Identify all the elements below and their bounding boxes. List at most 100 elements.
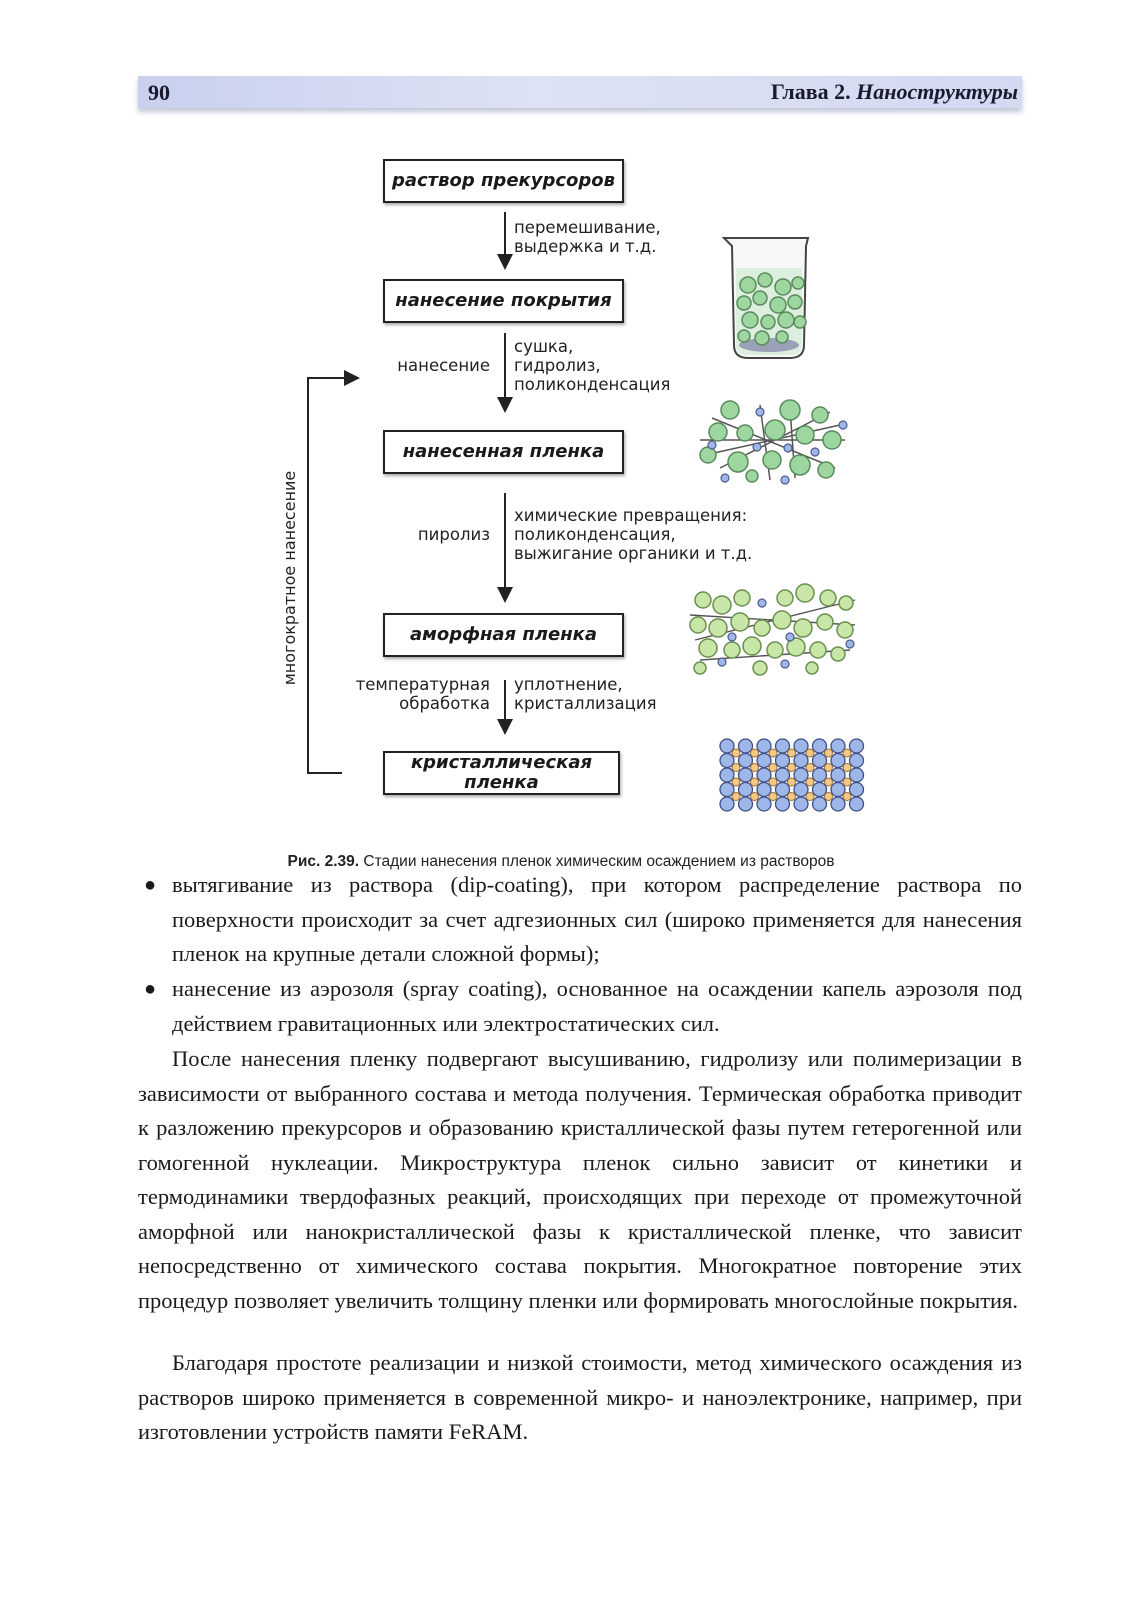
list-item: ● вытягивание из раствора (dip-coating),… [138,868,1022,972]
lattice-interstitial [750,777,759,787]
lattice-atom [756,767,772,783]
running-head: Глава 2. Наноструктуры [771,79,1018,105]
stage-precursor-solution: раствор прекурсоров [383,159,624,203]
caption-text: Стадии нанесения пленок химическим осажд… [363,853,835,870]
header-band [138,76,1022,108]
step3-note: химические превращения: поликонденсация,… [514,506,753,563]
lattice-interstitial [805,777,815,787]
lattice-atom [719,738,735,754]
lattice-interstitial [731,748,741,758]
lattice-interstitial [750,792,759,801]
lattice-atom [811,738,828,754]
lattice-interstitial [842,777,852,787]
lattice-interstitial [824,748,833,758]
lattice-interstitial [768,763,778,772]
loop-label: многократное нанесение [280,471,299,686]
list-item: ● нанесение из аэрозоля (spray coating),… [138,972,1022,1041]
lattice-atom [719,752,735,769]
lattice-interstitial [787,748,796,758]
step4-left-note: температурная обработка [355,675,490,713]
process-diagram: многократное нанесение [280,212,865,812]
lattice-interstitial [787,777,796,787]
network-film-icon [699,399,848,485]
loop-arrow [307,377,348,774]
paragraph: Благодаря простоте реализации и низкой с… [138,1350,1022,1444]
lattice-atom [830,767,846,783]
bullet-text: нанесение из аэрозоля (spray coating), о… [172,976,1022,1036]
bullet-icon: ● [144,978,157,1000]
lattice-atom [774,796,791,812]
step2-left-note: нанесение [397,356,490,375]
lattice-interstitial [805,763,815,772]
lattice-atom [848,738,865,754]
lattice-interstitial [842,763,852,772]
lattice-interstitial [842,748,852,758]
lattice-atom [756,796,772,812]
page-number: 90 [148,80,170,105]
crystal-lattice-icon [719,738,865,812]
stage-coated-film: нанесенная пленка [383,430,624,474]
beaker-icon [721,237,810,359]
lattice-atom [811,796,828,812]
lattice-interstitial [824,792,833,801]
lattice-interstitial [768,792,778,801]
lattice-interstitial [805,792,815,801]
lattice-atom [830,781,846,798]
lattice-atom [756,752,772,769]
lattice-atom [719,796,735,812]
lattice-atom [774,767,791,783]
chapter-label: Глава 2. [770,79,851,104]
lattice-atom [719,781,735,798]
lattice-atom [830,752,846,769]
lattice-atom [793,767,809,783]
lattice-atom [811,752,828,769]
lattice-atom [774,738,791,754]
lattice-atom [811,767,828,783]
lattice-interstitial [805,748,815,758]
lattice-interstitial [731,792,741,801]
lattice-atom [848,781,865,798]
lattice-atom [774,752,791,769]
lattice-atom [719,767,735,783]
lattice-interstitial [750,763,759,772]
lattice-atom [793,738,809,754]
lattice-interstitial [731,777,741,787]
lattice-atom [793,752,809,769]
lattice-atom [774,781,791,798]
paragraph: После нанесения пленку подвергают высуши… [138,1046,1022,1313]
lattice-atom [793,781,809,798]
chapter-title: Наноструктуры [856,79,1018,104]
lattice-interstitial [768,748,778,758]
step1-note: перемешивание, выдержка и т.д. [514,218,661,256]
lattice-atom [737,752,754,769]
lattice-atom [737,796,754,812]
step2-note: сушка, гидролиз, поликонденсация [514,337,671,394]
figure-caption: Рис. 2.39. Стадии нанесения пленок химич… [0,853,1122,871]
lattice-atom [811,781,828,798]
lattice-interstitial [768,777,778,787]
bullet-text: вытягивание из раствора (dip-coating), п… [172,872,1022,966]
lattice-interstitial [824,763,833,772]
lattice-atom [793,796,809,812]
lattice-atom [848,752,865,769]
lattice-interstitial [787,792,796,801]
lattice-atom [830,738,846,754]
lattice-atom [737,781,754,798]
bullet-icon: ● [144,874,157,896]
lattice-interstitial [731,763,741,772]
lattice-atom [737,738,754,754]
lattice-atom [737,767,754,783]
lattice-atom [848,796,865,812]
step3-left-note: пиролиз [417,525,490,544]
stage-crystalline-film: кристаллическая пленка [383,751,620,795]
lattice-atom [756,781,772,798]
lattice-interstitial [842,792,852,801]
lattice-atom [756,738,772,754]
lattice-interstitial [787,763,796,772]
lattice-interstitial [750,748,759,758]
lattice-atom [830,796,846,812]
stage-coating: нанесение покрытия [383,279,624,323]
lattice-atom [848,767,865,783]
amorphous-film-icon [689,583,856,676]
lattice-interstitial [824,777,833,787]
